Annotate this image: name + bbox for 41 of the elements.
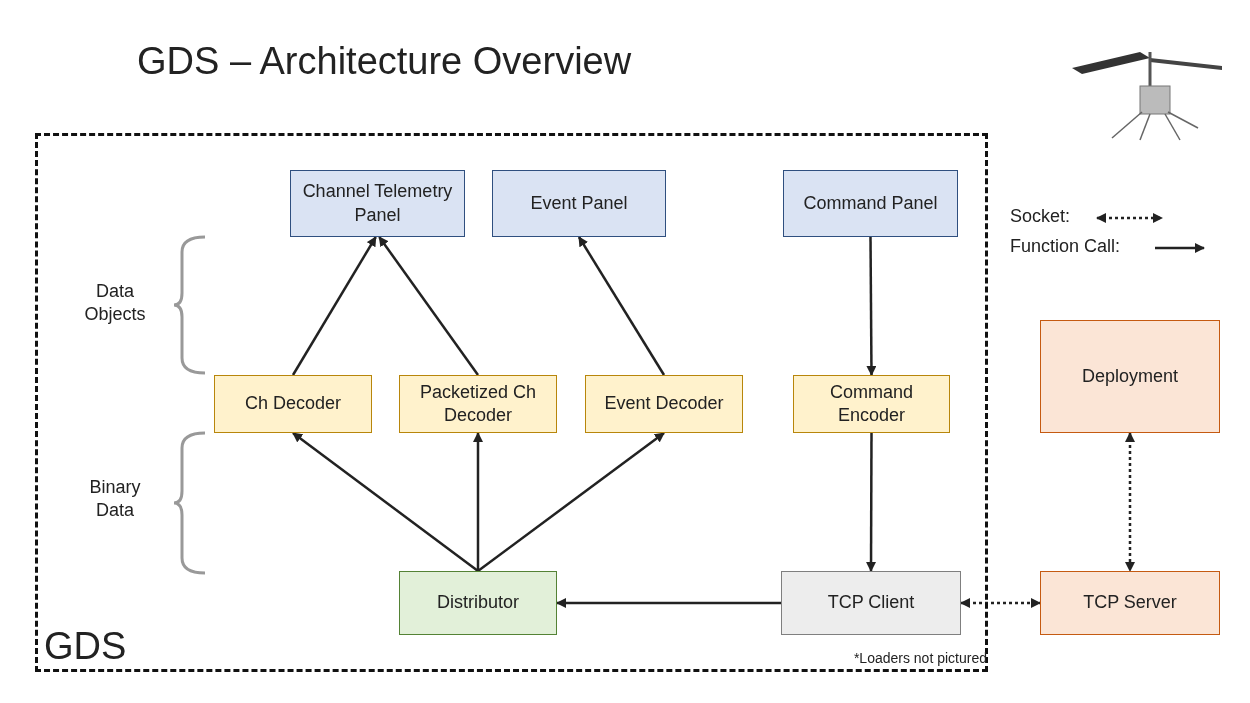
arrow	[577, 236, 666, 376]
node-label: Command Encoder	[829, 380, 914, 427]
panel-box	[290, 170, 465, 237]
layer-label: Binary Data	[88, 476, 142, 523]
node-label: Deployment	[1080, 364, 1179, 388]
socket-connector	[1125, 432, 1135, 572]
node-label: Packetized Ch Decoder	[418, 380, 538, 427]
client-box	[781, 571, 961, 635]
external-box	[1040, 571, 1220, 635]
arrow	[866, 237, 877, 376]
arrow	[866, 433, 877, 572]
arrow	[556, 598, 781, 608]
panel-box	[492, 170, 666, 237]
title: GDS – Architecture Overview	[137, 40, 632, 83]
external-box	[1040, 320, 1220, 433]
process-box	[399, 571, 557, 635]
node-label: TCP Server	[1082, 591, 1178, 615]
arrow	[473, 432, 483, 571]
node-label: TCP Client	[826, 591, 916, 615]
legend-label: Socket:	[1010, 206, 1071, 227]
arrow	[291, 236, 377, 376]
node-label: Channel Telemetry Panel	[301, 180, 454, 227]
arrow	[292, 432, 479, 572]
codec-box	[214, 375, 372, 433]
node-label: Event Panel	[529, 191, 629, 215]
legend-label: Function Call:	[1010, 236, 1121, 257]
panel-box	[783, 170, 958, 237]
node-label: Command Panel	[802, 191, 939, 215]
group-heading: GDS	[44, 627, 127, 669]
codec-box	[793, 375, 950, 433]
socket-connector	[960, 598, 1041, 608]
footnote: *Loaders not pictured	[852, 649, 987, 668]
layer-label: Data Objects	[83, 280, 147, 327]
system-boundary	[35, 133, 988, 672]
node-label: Ch Decoder	[243, 392, 342, 416]
codec-box	[585, 375, 743, 433]
node-label: Distributor	[436, 591, 520, 615]
arrow	[477, 432, 665, 572]
codec-box	[399, 375, 557, 433]
arrow	[378, 236, 479, 376]
node-label: Event Decoder	[603, 392, 725, 416]
